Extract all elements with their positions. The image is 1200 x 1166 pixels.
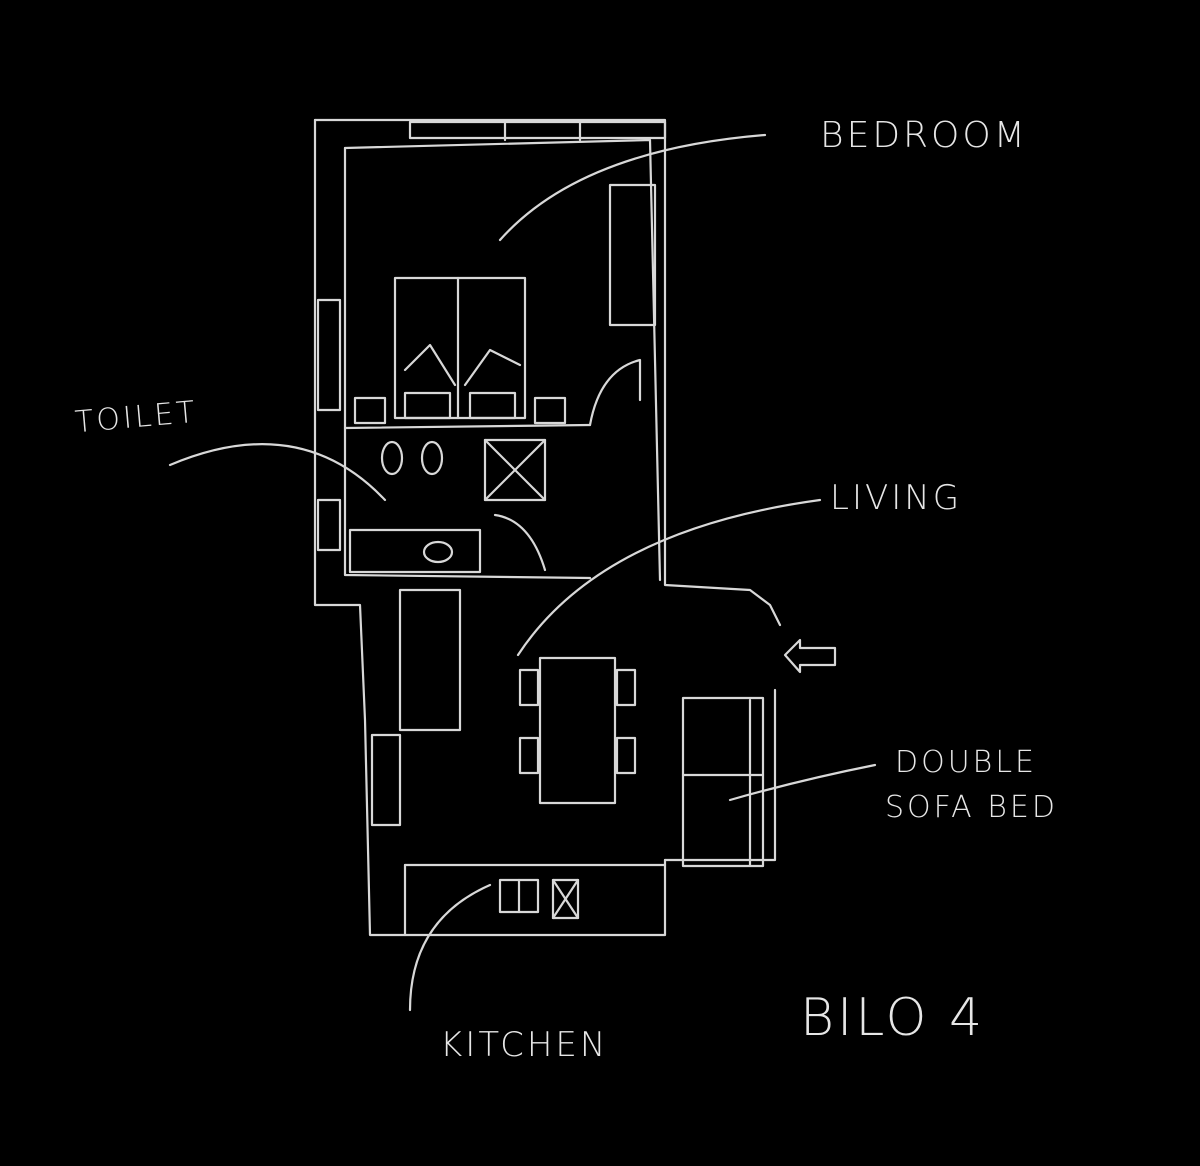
label-living: LIVING (830, 478, 963, 518)
toilet-fixtures (348, 438, 547, 574)
plan-title: BILO 4 (800, 988, 986, 1048)
windows (316, 120, 667, 827)
label-sofa-line1: DOUBLE (895, 745, 1037, 780)
entrance-arrow-icon (783, 638, 837, 674)
kitchen-fixtures (498, 878, 580, 920)
label-kitchen: KITCHEN (440, 1025, 609, 1065)
bedroom-furniture (343, 183, 657, 430)
label-sofa-line2: SOFA BED (885, 790, 1058, 825)
label-bedroom: BEDROOM (820, 115, 1028, 156)
leader-lines (168, 133, 877, 1012)
outer-walls (313, 118, 782, 937)
living-furniture (398, 588, 837, 868)
